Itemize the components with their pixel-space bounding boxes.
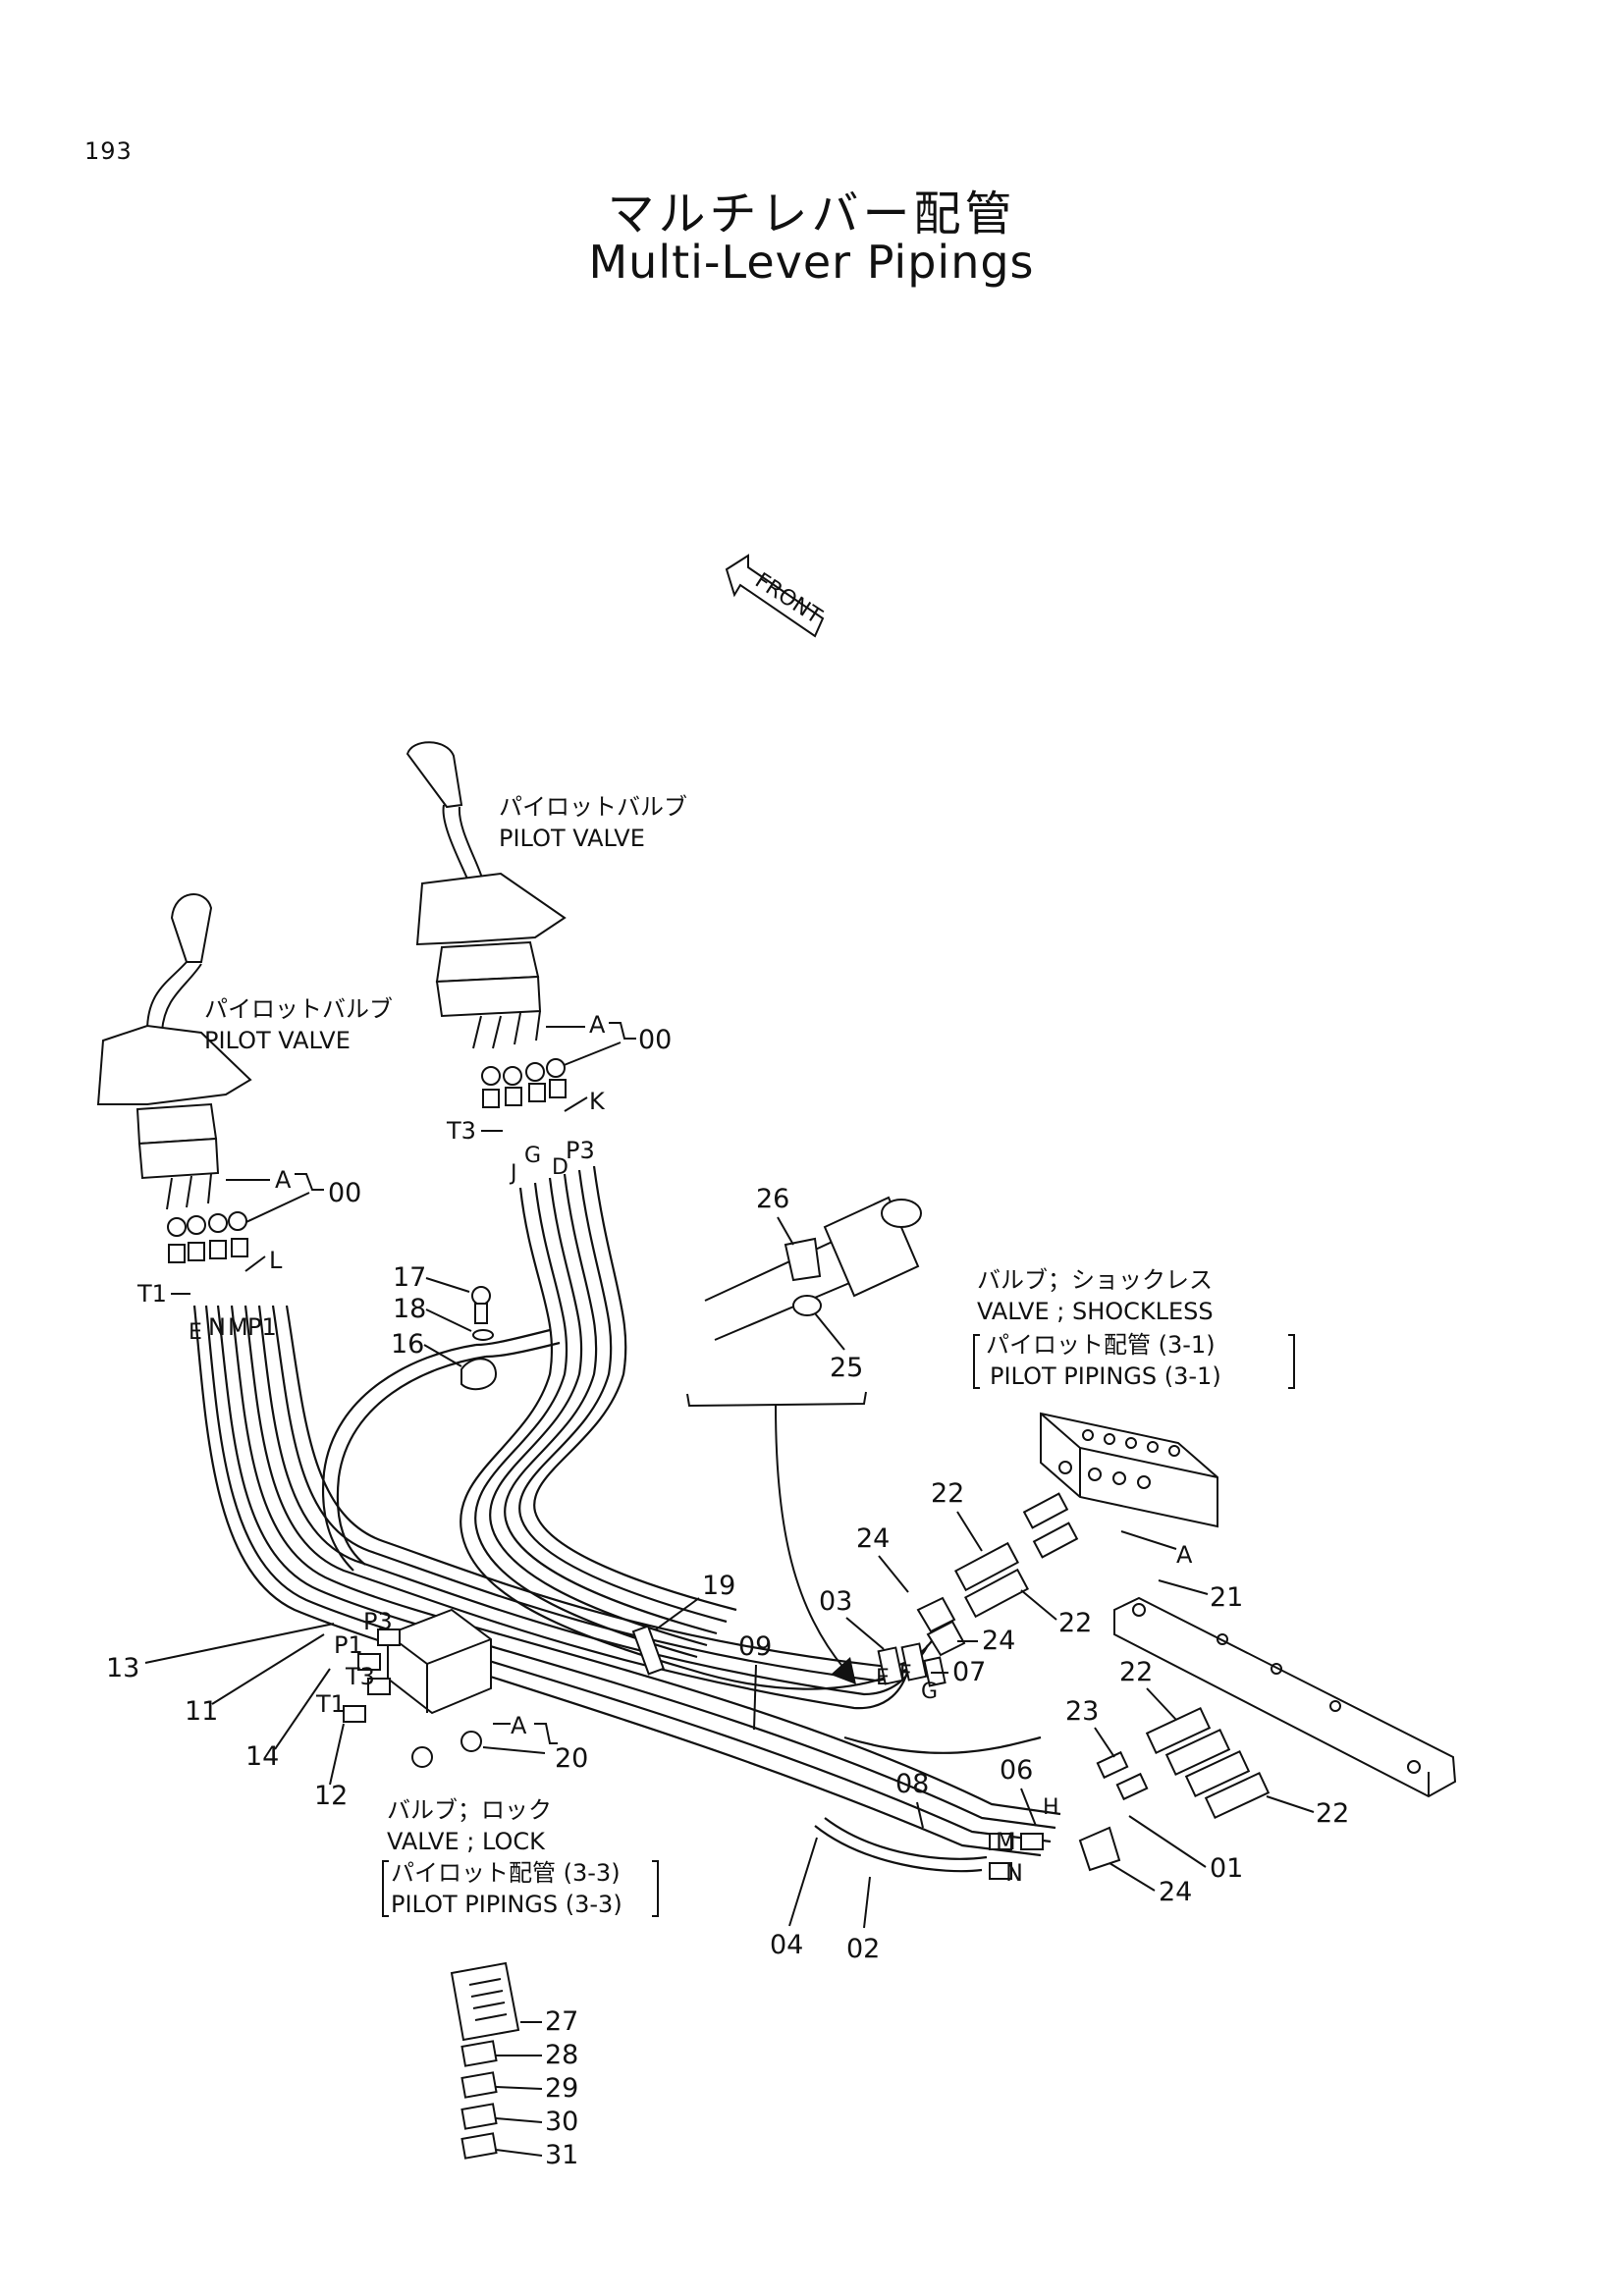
part-24-c: 24	[1159, 1877, 1192, 1907]
port-e-center: E	[876, 1666, 890, 1690]
part-18: 18	[393, 1294, 426, 1324]
port-p3-right: P3	[566, 1137, 595, 1164]
part-12: 12	[314, 1781, 348, 1811]
label-plates: 27 28 29 30 31	[450, 1961, 578, 2170]
port-n-center: N	[1005, 1859, 1023, 1887]
part-14: 14	[245, 1741, 279, 1772]
page-number: 193	[84, 137, 133, 165]
shockless-valve-ref-en: PILOT PIPINGS (3-1)	[990, 1362, 1221, 1390]
part-03: 03	[819, 1586, 852, 1617]
pilot-valve-left-en: PILOT VALVE	[204, 1027, 351, 1054]
hose-bundle	[192, 1165, 1061, 1873]
part-00-right: 00	[638, 1025, 672, 1055]
pilot-valve-right-jp: パイロットバルブ	[499, 793, 687, 821]
connectors-center: E F G 03 07 09 08 06 M H N 04 02	[738, 1586, 1059, 1964]
shockless-valve-ref-jp: パイロット配管 (3-1)	[986, 1331, 1216, 1359]
part-13: 13	[106, 1653, 139, 1683]
part-31: 31	[545, 2140, 578, 2170]
fittings-lower: 22 22 23 01 24	[1065, 1657, 1349, 1907]
detail-arrow	[686, 1391, 867, 1684]
part-24-b: 24	[982, 1626, 1015, 1656]
lock-valve-en: VALVE ; LOCK	[387, 1828, 546, 1855]
pilot-valve-right-en: PILOT VALVE	[499, 825, 645, 852]
port-p3-lock: P3	[363, 1608, 393, 1635]
part-22-a: 22	[931, 1478, 964, 1509]
front-arrow: FRONT	[725, 554, 826, 638]
part-07: 07	[952, 1657, 986, 1687]
part-22-d: 22	[1316, 1798, 1349, 1829]
port-j: J	[509, 1161, 517, 1186]
part-11: 11	[185, 1696, 218, 1727]
port-h: H	[1043, 1795, 1059, 1820]
part-22-c: 22	[1119, 1657, 1153, 1687]
shockless-valve: バルブ；ショックレス VALVE ; SHOCKLESS パイロット配管 (3-…	[973, 1266, 1295, 1528]
port-g: G	[524, 1144, 541, 1168]
mounting-plate: A 21	[1113, 1530, 1457, 1798]
console-tube: 26 25	[704, 1184, 922, 1383]
pilot-valve-left-jp: パイロットバルブ	[204, 995, 393, 1023]
part-29: 29	[545, 2073, 578, 2104]
part-00-left: 00	[328, 1178, 361, 1208]
port-a-right: A	[589, 1011, 606, 1039]
shockless-valve-jp: バルブ；ショックレス	[977, 1266, 1213, 1294]
port-n-left: N	[208, 1313, 226, 1341]
part-20: 20	[555, 1743, 588, 1774]
part-23: 23	[1065, 1696, 1099, 1727]
port-t3-right: T3	[446, 1117, 476, 1145]
lock-valve-ref-en: PILOT PIPINGS (3-3)	[391, 1891, 622, 1918]
fittings-upper: 22 22 24 24	[856, 1478, 1092, 1657]
part-08: 08	[895, 1769, 929, 1799]
part-26: 26	[756, 1184, 789, 1214]
part-04: 04	[770, 1930, 803, 1960]
part-27: 27	[545, 2006, 578, 2037]
part-30: 30	[545, 2107, 578, 2137]
lock-valve-ref-jp: パイロット配管 (3-3)	[391, 1859, 621, 1887]
port-t3-lock: T3	[345, 1663, 375, 1690]
part-17: 17	[393, 1262, 426, 1293]
part-01: 01	[1210, 1853, 1243, 1884]
hose-clamp: 19	[631, 1571, 735, 1676]
port-a-valve: A	[1176, 1541, 1193, 1569]
port-m-left: M	[228, 1313, 248, 1341]
part-09: 09	[738, 1631, 772, 1662]
port-l: L	[269, 1247, 283, 1274]
port-f: F	[899, 1662, 912, 1686]
part-06: 06	[1000, 1755, 1033, 1786]
port-e-left: E	[189, 1320, 202, 1345]
port-a-left: A	[275, 1166, 292, 1194]
port-g-center: G	[921, 1680, 938, 1704]
bracket-clamp: 17 18 16	[391, 1262, 498, 1391]
part-22-b: 22	[1058, 1608, 1092, 1638]
port-a-lock: A	[511, 1712, 527, 1739]
port-t1-lock: T1	[315, 1690, 346, 1718]
part-19: 19	[702, 1571, 735, 1601]
shockless-valve-en: VALVE ; SHOCKLESS	[977, 1298, 1214, 1325]
port-d: D	[552, 1155, 568, 1180]
part-21: 21	[1210, 1582, 1243, 1613]
page-title-en: Multi-Lever Pipings	[588, 236, 1035, 289]
part-02: 02	[846, 1934, 880, 1964]
part-28: 28	[545, 2040, 578, 2070]
port-t1-left: T1	[136, 1280, 167, 1308]
part-25: 25	[830, 1353, 863, 1383]
page-title-jp: マルチレバー配管	[607, 187, 1016, 241]
lock-valve: P3 P1 T3 T1 A 20 13 11 14 12 バルブ；ロック VAL…	[106, 1608, 659, 1918]
part-24-a: 24	[856, 1523, 890, 1554]
port-k: K	[589, 1088, 606, 1115]
lock-valve-jp: バルブ；ロック	[387, 1796, 552, 1824]
part-16: 16	[391, 1329, 424, 1360]
pilot-valve-left: A 00 L T1 E N M P1 パイロットバルブ PILOT VALVE	[96, 893, 393, 1345]
port-p1-lock: P1	[334, 1631, 363, 1659]
port-m-center: M	[996, 1828, 1016, 1855]
pilot-valve-right: A 00 K T3 J G D P3 パイロットバルブ PILOT VALVE	[406, 741, 687, 1186]
